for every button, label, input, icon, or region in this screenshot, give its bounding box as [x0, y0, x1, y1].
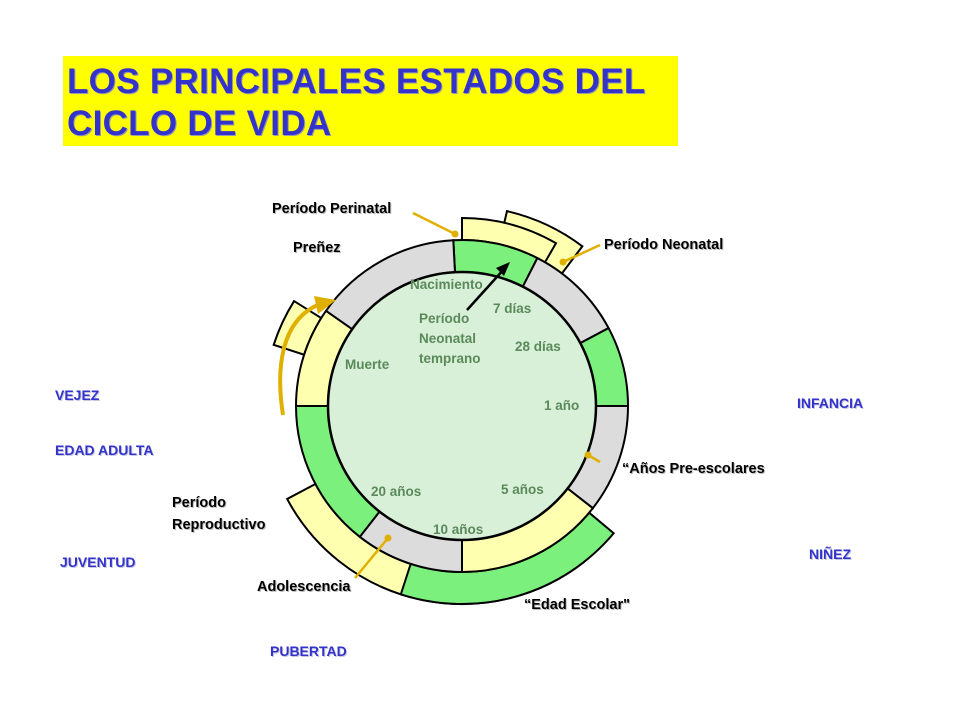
inner-label-muerte: Muerte [345, 357, 390, 372]
label-prenez: Preñez [293, 240, 341, 256]
inner-label-neonatal-temprano-1: Período [419, 311, 470, 326]
title-banner: LOS PRINCIPALES ESTADOS DEL CICLO DE VID… [63, 56, 678, 146]
label-vejez: VEJEZ [55, 387, 100, 403]
pointer-neonatal-tip [559, 258, 567, 266]
pointer-adolescence-tip [384, 534, 392, 542]
ring-segments [272, 209, 630, 605]
pointer-birth-arrowhead [496, 262, 510, 276]
inner-label-10-anos: 10 años [433, 522, 484, 537]
pointer-preschool-tip [584, 451, 592, 459]
pointer-lines [278, 211, 601, 579]
inner-label-28-dias: 28 días [515, 339, 561, 354]
label-periodo-reproductivo-1: Período [172, 495, 226, 511]
cycle-return-arrowhead [314, 296, 336, 314]
inner-label-neonatal-temprano-3: temprano [419, 351, 481, 366]
pointer-adolescence [354, 537, 389, 579]
label-periodo-neonatal: Período Neonatal [604, 237, 724, 253]
inner-label-7-dias: 7 días [493, 301, 532, 316]
inner-label-5-anos: 5 años [501, 482, 544, 497]
title-line-2: CICLO DE VIDA [67, 104, 332, 143]
pointer-perinatal-tip [451, 230, 459, 238]
pointer-birth [466, 267, 506, 311]
inner-label-neonatal-temprano-2: Neonatal [419, 331, 477, 346]
label-pubertad: PUBERTAD [270, 643, 347, 659]
label-periodo-reproductivo-2: Reproductivo [172, 517, 266, 533]
cycle-return-arrow [278, 302, 321, 416]
pointer-perinatal [412, 211, 456, 236]
pointer-neonatal [562, 243, 601, 264]
label-edad-escolar: “Edad Escolar" [524, 597, 630, 613]
label-adolescencia: Adolescencia [257, 579, 351, 595]
inner-circle [326, 270, 598, 542]
inner-label-1-ano: 1 año [544, 398, 580, 413]
label-ninez: NIÑEZ [809, 546, 851, 562]
label-anos-preescolares: “Años Pre-escolares [622, 461, 765, 477]
inner-label-nacimiento: Nacimiento [410, 277, 483, 292]
label-edad-adulta: EDAD ADULTA [55, 442, 154, 458]
title-line-1: LOS PRINCIPALES ESTADOS DEL [67, 62, 646, 101]
label-infancia: INFANCIA [797, 395, 864, 411]
label-periodo-perinatal: Período Perinatal [272, 201, 392, 217]
label-juventud: JUVENTUD [60, 554, 136, 570]
inner-label-20-anos: 20 años [371, 484, 422, 499]
